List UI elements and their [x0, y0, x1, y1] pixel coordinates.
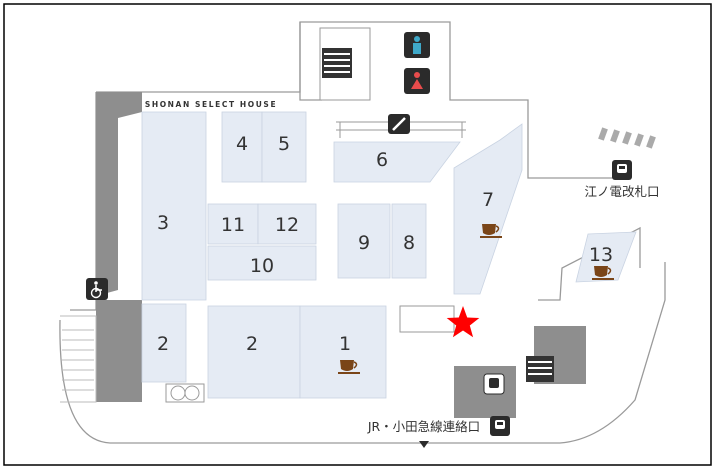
shop-8[interactable]	[391, 203, 427, 279]
shop-label: 2	[246, 333, 258, 355]
current-location-icon	[446, 306, 480, 338]
cafe-icon	[480, 224, 502, 238]
jr-odakyu-connection-label: JR・小田急線連絡口	[367, 419, 480, 434]
smoking-area-icon[interactable]	[388, 114, 410, 134]
train-icon[interactable]	[612, 160, 632, 180]
entrance-door	[165, 383, 205, 403]
shop-label: 1	[339, 333, 351, 355]
brand-sign-text: SHONAN SELECT HOUSE	[145, 100, 277, 109]
shop-label: 2	[157, 333, 169, 355]
shop-7[interactable]	[453, 123, 523, 295]
cafe-icon	[592, 266, 614, 280]
escalator-left	[60, 315, 97, 403]
stairs-top	[319, 27, 371, 101]
shop-1[interactable]	[299, 305, 387, 399]
shop-2a[interactable]	[141, 303, 187, 383]
enoden-gate-marks	[598, 127, 656, 149]
stairs-bottom-right	[526, 356, 554, 382]
shop-10[interactable]	[207, 245, 317, 281]
shop-label: 10	[250, 255, 274, 277]
shop-9[interactable]	[337, 203, 391, 279]
cafe-icon	[338, 360, 360, 374]
shop-label: 4	[236, 133, 248, 155]
shop-label: 13	[589, 244, 613, 266]
shop-label: 11	[221, 214, 245, 236]
shop-2b[interactable]	[207, 305, 301, 399]
wheelchair-icon[interactable]	[86, 278, 108, 300]
shop-12[interactable]	[257, 203, 317, 245]
shop-label: 12	[275, 214, 299, 236]
arrow-down-icon	[419, 441, 429, 448]
stairs-icon	[322, 48, 352, 78]
shop-label: 7	[482, 189, 494, 211]
train-icon[interactable]	[483, 373, 505, 395]
toilet-male-icon[interactable]	[404, 32, 430, 58]
shop-5[interactable]	[261, 111, 307, 183]
shop-label: 6	[376, 149, 388, 171]
shop-label: 8	[403, 232, 415, 254]
enoden-gate-label: 江ノ電改札口	[584, 184, 659, 199]
toilet-female-icon[interactable]	[404, 68, 430, 94]
shop-13[interactable]	[575, 231, 637, 283]
shop-6[interactable]	[333, 141, 461, 183]
shop-label: 3	[157, 212, 169, 234]
shop-label: 9	[358, 232, 370, 254]
shop-label: 5	[278, 133, 290, 155]
shop-3[interactable]	[141, 111, 207, 301]
brand-sign: SHONAN SELECT HOUSE	[142, 98, 280, 110]
info-counter	[399, 305, 455, 333]
shop-11[interactable]	[207, 203, 259, 245]
shop-4[interactable]	[221, 111, 263, 183]
train-icon[interactable]	[490, 416, 510, 436]
